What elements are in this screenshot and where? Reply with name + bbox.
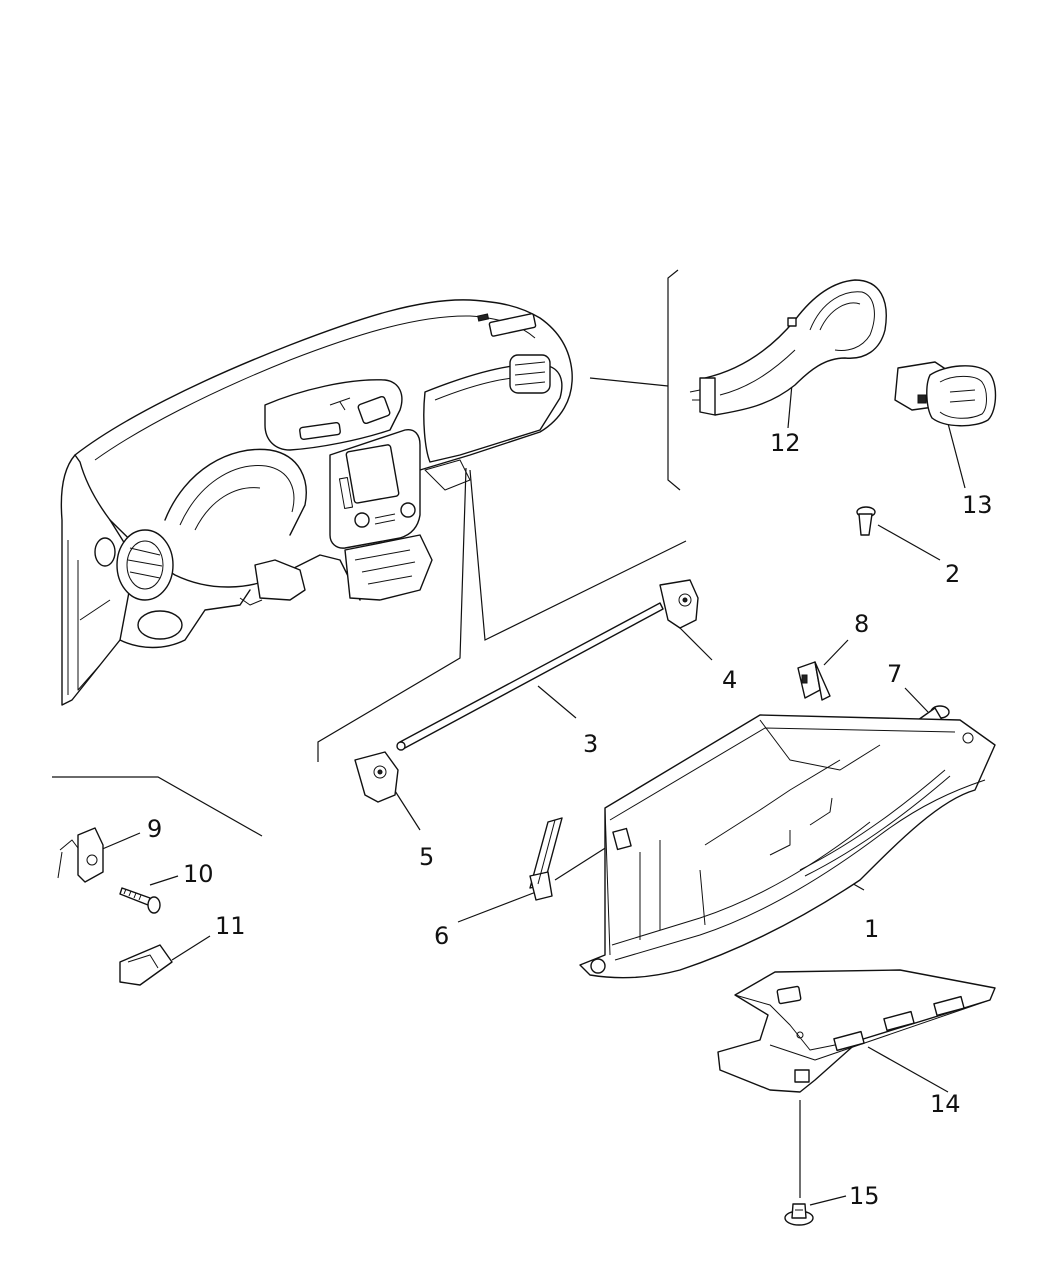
callout-8: 8: [854, 610, 869, 638]
callout-5: 5: [419, 843, 434, 871]
part-11-clip: [119, 944, 173, 986]
part-12-duct: [689, 279, 887, 416]
callout-labels: 1 2 3 4 5 6 7 8 9 10 11 12 13 14 15: [147, 429, 993, 1210]
part-6-damper: [529, 817, 563, 901]
part-10-screw: [119, 887, 161, 914]
part-3-rod: [396, 602, 664, 751]
callout-2: 2: [945, 560, 960, 588]
callout-6: 6: [434, 922, 449, 950]
callout-7: 7: [887, 660, 902, 688]
callout-1: 1: [864, 915, 879, 943]
instrument-panel-illustration: [60, 299, 573, 706]
part-13-vent: [894, 361, 997, 427]
callout-11: 11: [215, 912, 246, 940]
callout-14: 14: [930, 1090, 961, 1118]
part-2-pin: [856, 506, 876, 536]
callout-13: 13: [962, 491, 993, 519]
part-8-latch: [797, 661, 831, 701]
leader-lines: [52, 269, 966, 1206]
callout-12: 12: [770, 429, 801, 457]
part-9-nut-clip: [57, 827, 104, 883]
callout-9: 9: [147, 815, 162, 843]
part-4-hinge: [659, 579, 699, 629]
callout-10: 10: [183, 860, 214, 888]
part-15-clip: [784, 1203, 814, 1226]
callout-15: 15: [849, 1182, 880, 1210]
part-14-lower-panel: [717, 969, 996, 1093]
part-5-hinge: [354, 751, 399, 803]
callout-4: 4: [722, 666, 737, 694]
callout-3: 3: [583, 730, 598, 758]
part-1-glove-box: [579, 714, 996, 979]
